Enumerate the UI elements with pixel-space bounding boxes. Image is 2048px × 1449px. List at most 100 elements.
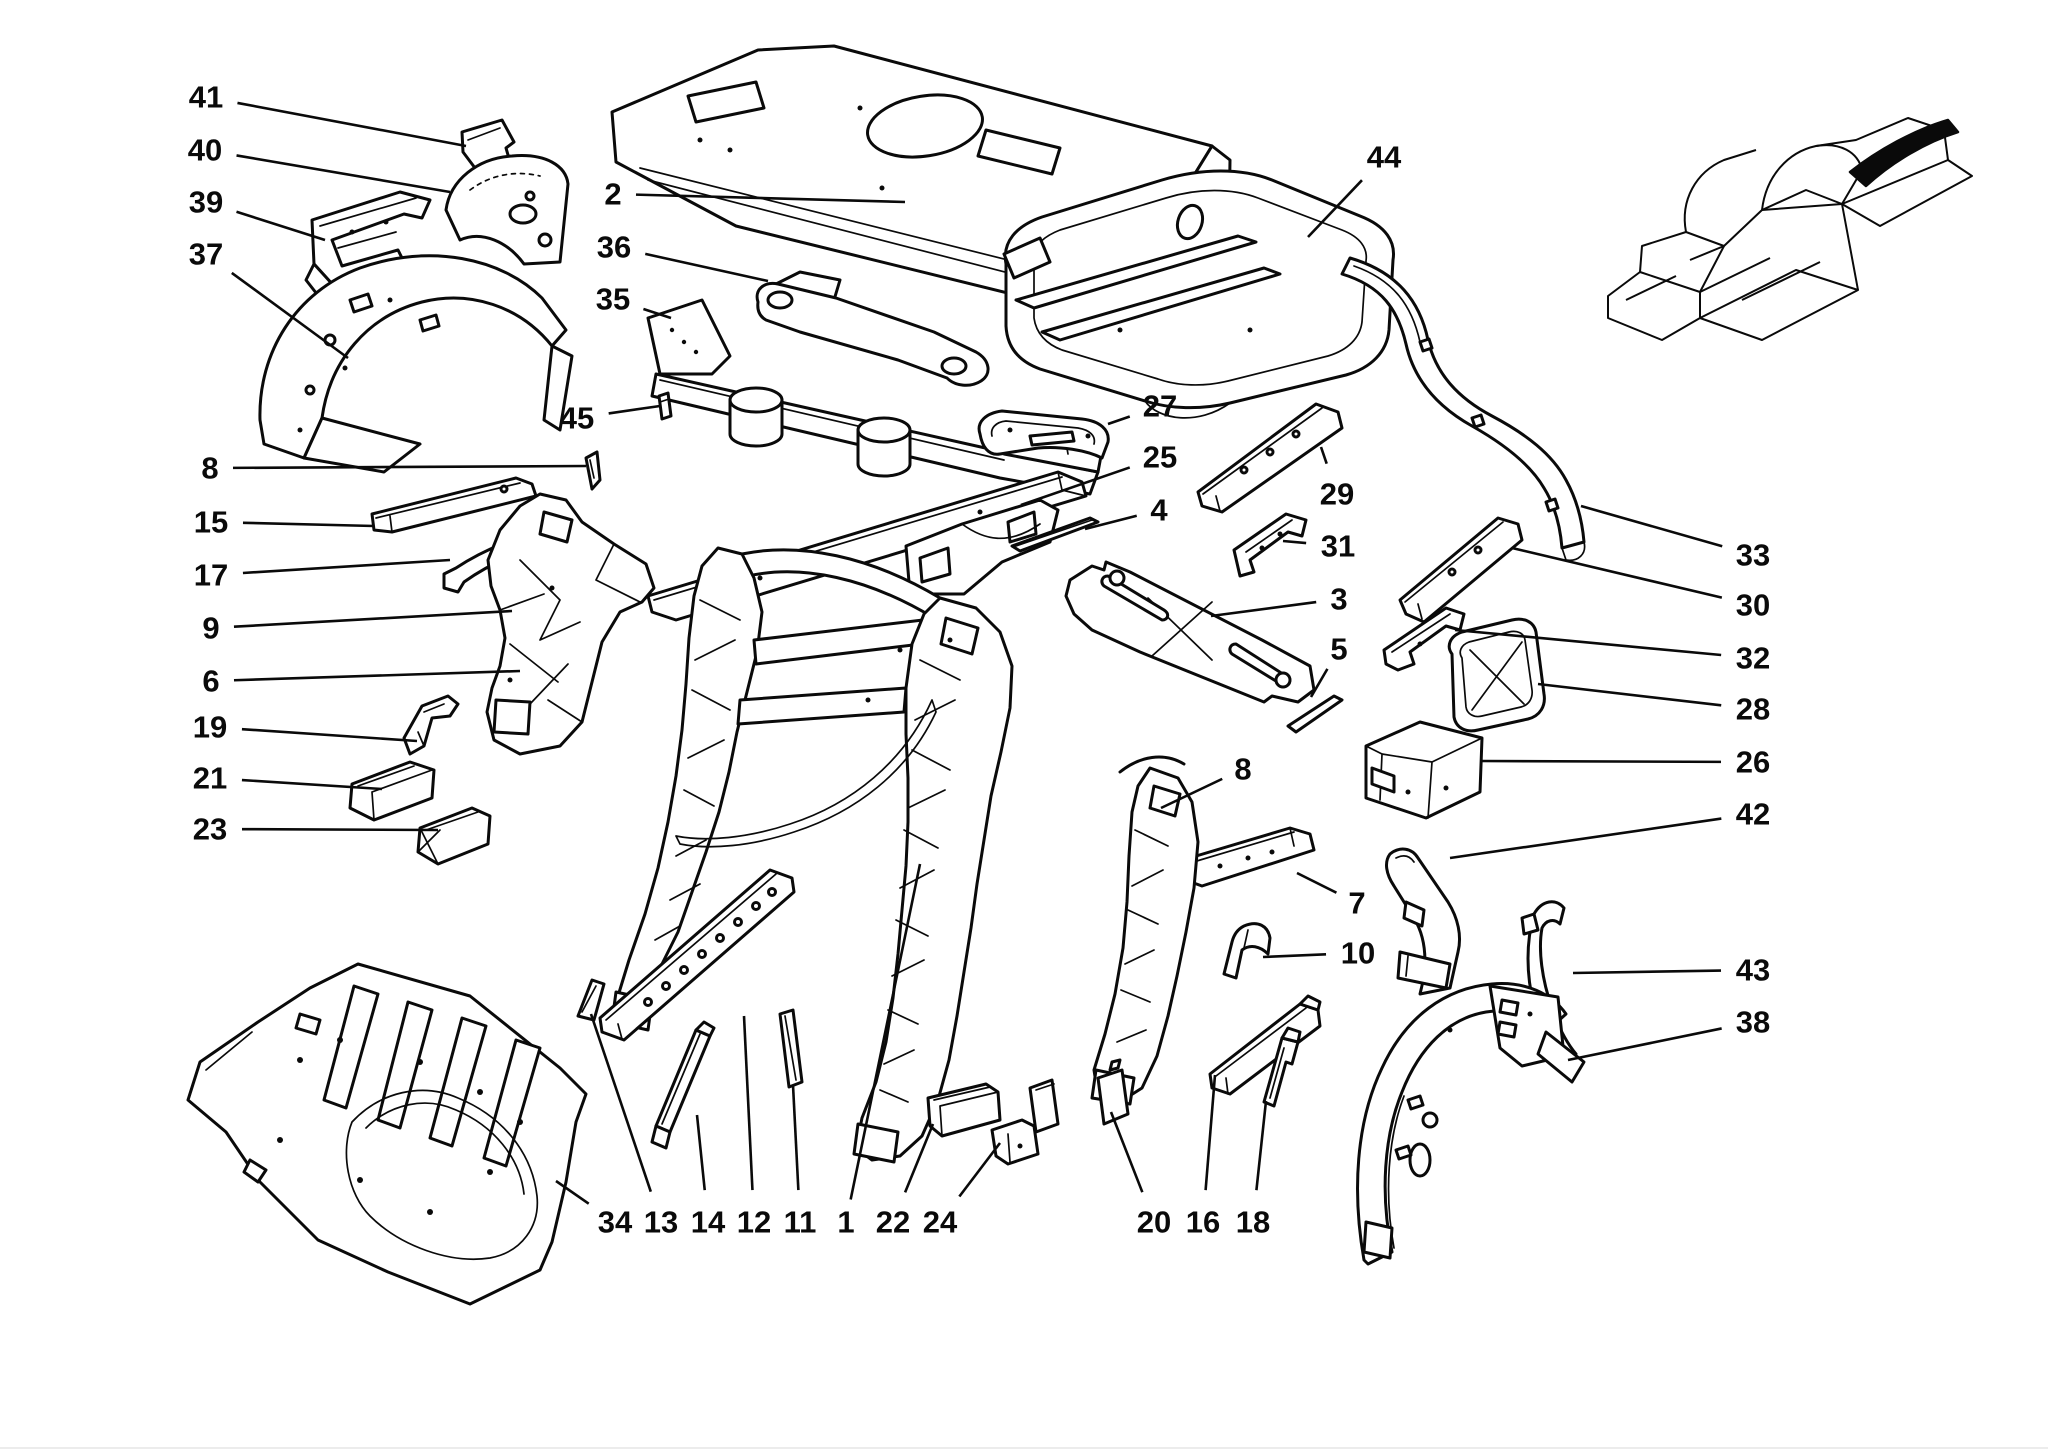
leader-line-29 bbox=[1319, 446, 1328, 465]
leader-line-16 bbox=[1204, 1074, 1217, 1191]
part-pin-45 bbox=[657, 391, 673, 421]
callout-label-40: 40 bbox=[188, 133, 222, 168]
callout-label-10: 10 bbox=[1341, 936, 1375, 971]
leader-line-36 bbox=[644, 252, 769, 283]
leader-line-39 bbox=[236, 210, 326, 242]
leader-line-14 bbox=[695, 1114, 707, 1191]
leader-line-2 bbox=[635, 193, 906, 204]
leader-line-34 bbox=[555, 1179, 590, 1205]
part-rail-14 bbox=[650, 1020, 716, 1150]
part-brace-36 bbox=[755, 270, 990, 387]
callout-label-4: 4 bbox=[1150, 493, 1168, 528]
leader-line-6 bbox=[233, 669, 521, 682]
leader-line-43 bbox=[1572, 969, 1722, 975]
leader-line-8 bbox=[1160, 777, 1223, 810]
leader-line-38 bbox=[1567, 1027, 1722, 1062]
leader-line-3 bbox=[1210, 600, 1317, 618]
part-box-22 bbox=[926, 1082, 1002, 1138]
part-bracket-19 bbox=[402, 694, 460, 756]
callout-label-5: 5 bbox=[1330, 632, 1347, 667]
callout-label-37: 37 bbox=[189, 237, 223, 272]
leader-line-24 bbox=[958, 1142, 1002, 1198]
callout-label-44: 44 bbox=[1367, 140, 1402, 175]
leader-line-15 bbox=[242, 521, 375, 528]
part-box-21 bbox=[348, 760, 436, 822]
callout-label-20: 20 bbox=[1137, 1205, 1171, 1240]
callout-label-21: 21 bbox=[193, 761, 227, 796]
leader-line-31 bbox=[1282, 539, 1307, 545]
leader-line-42 bbox=[1449, 817, 1722, 860]
callout-label-2: 2 bbox=[604, 177, 621, 212]
part-plate-20 bbox=[1096, 1058, 1130, 1126]
highlighted-rail bbox=[1848, 118, 1960, 188]
callout-label-41: 41 bbox=[189, 80, 223, 115]
part-wheelhouse-38 bbox=[1356, 982, 1586, 1266]
part-clip-8-left bbox=[584, 450, 602, 491]
leader-line-11 bbox=[791, 1084, 800, 1191]
callout-label-39: 39 bbox=[189, 185, 223, 220]
callout-label-9: 9 bbox=[202, 611, 219, 646]
callout-label-31: 31 bbox=[1321, 529, 1355, 564]
leader-line-7 bbox=[1296, 871, 1338, 894]
callout-label-36: 36 bbox=[597, 230, 631, 265]
part-assembly-1 bbox=[610, 546, 1014, 1164]
leader-line-9 bbox=[233, 609, 513, 629]
callout-label-38: 38 bbox=[1736, 1005, 1770, 1040]
part-plate-small bbox=[1028, 1078, 1060, 1134]
part-plate-28 bbox=[1447, 617, 1546, 733]
part-quarter-panel-42 bbox=[1385, 847, 1462, 996]
chassis-overview-inset bbox=[1607, 117, 1973, 341]
part-pillar-right-assembly bbox=[1090, 755, 1200, 1106]
part-funnel-bracket-25 bbox=[904, 498, 1060, 596]
part-strip-5 bbox=[1286, 694, 1344, 734]
part-strip-11 bbox=[778, 1008, 804, 1089]
callout-label-23: 23 bbox=[193, 812, 227, 847]
leader-line-8 bbox=[232, 464, 587, 470]
part-strip-4 bbox=[1010, 516, 1100, 553]
leader-line-32 bbox=[1454, 628, 1722, 657]
leader-line-13 bbox=[589, 1013, 653, 1193]
callout-label-28: 28 bbox=[1736, 692, 1770, 727]
leader-line-4 bbox=[1084, 514, 1138, 531]
leader-line-17 bbox=[242, 558, 451, 575]
leader-line-25 bbox=[1020, 466, 1131, 507]
leader-line-10 bbox=[1262, 953, 1327, 959]
callout-label-6: 6 bbox=[202, 664, 219, 699]
callout-label-18: 18 bbox=[1236, 1205, 1270, 1240]
part-box-26 bbox=[1364, 720, 1484, 820]
leader-line-27 bbox=[1107, 415, 1131, 426]
leader-line-12 bbox=[742, 1015, 754, 1191]
leader-line-22 bbox=[903, 1123, 935, 1193]
part-bracket-31 bbox=[1232, 512, 1308, 578]
part-channel-16 bbox=[1208, 994, 1322, 1096]
part-beam-30 bbox=[1398, 516, 1524, 624]
leader-line-20 bbox=[1109, 1111, 1144, 1193]
part-strip-18 bbox=[1262, 1026, 1302, 1108]
leader-line-23 bbox=[241, 827, 439, 832]
part-plate-27 bbox=[977, 409, 1110, 460]
callout-label-11: 11 bbox=[784, 1205, 817, 1240]
leader-line-5 bbox=[1309, 668, 1329, 698]
leader-line-41 bbox=[237, 101, 467, 148]
callout-label-45: 45 bbox=[560, 401, 594, 436]
leader-line-21 bbox=[241, 778, 383, 791]
callout-label-3: 3 bbox=[1330, 582, 1347, 617]
callout-label-17: 17 bbox=[194, 558, 228, 593]
leader-line-28 bbox=[1537, 682, 1722, 707]
leader-line-1 bbox=[849, 863, 922, 1200]
part-box-23 bbox=[416, 806, 492, 866]
callout-label-13: 13 bbox=[644, 1205, 678, 1240]
leader-line-37 bbox=[231, 271, 349, 360]
leader-line-35 bbox=[643, 307, 672, 320]
callout-label-33: 33 bbox=[1736, 538, 1770, 573]
part-beam-29 bbox=[1196, 402, 1344, 514]
callout-label-30: 30 bbox=[1736, 588, 1770, 623]
part-bracket-24 bbox=[990, 1118, 1040, 1166]
callout-label-43: 43 bbox=[1736, 953, 1770, 988]
part-bracket-32 bbox=[1382, 606, 1466, 672]
callout-label-15: 15 bbox=[194, 505, 228, 540]
callout-label-16: 16 bbox=[1186, 1205, 1220, 1240]
leader-line-45 bbox=[608, 404, 661, 415]
